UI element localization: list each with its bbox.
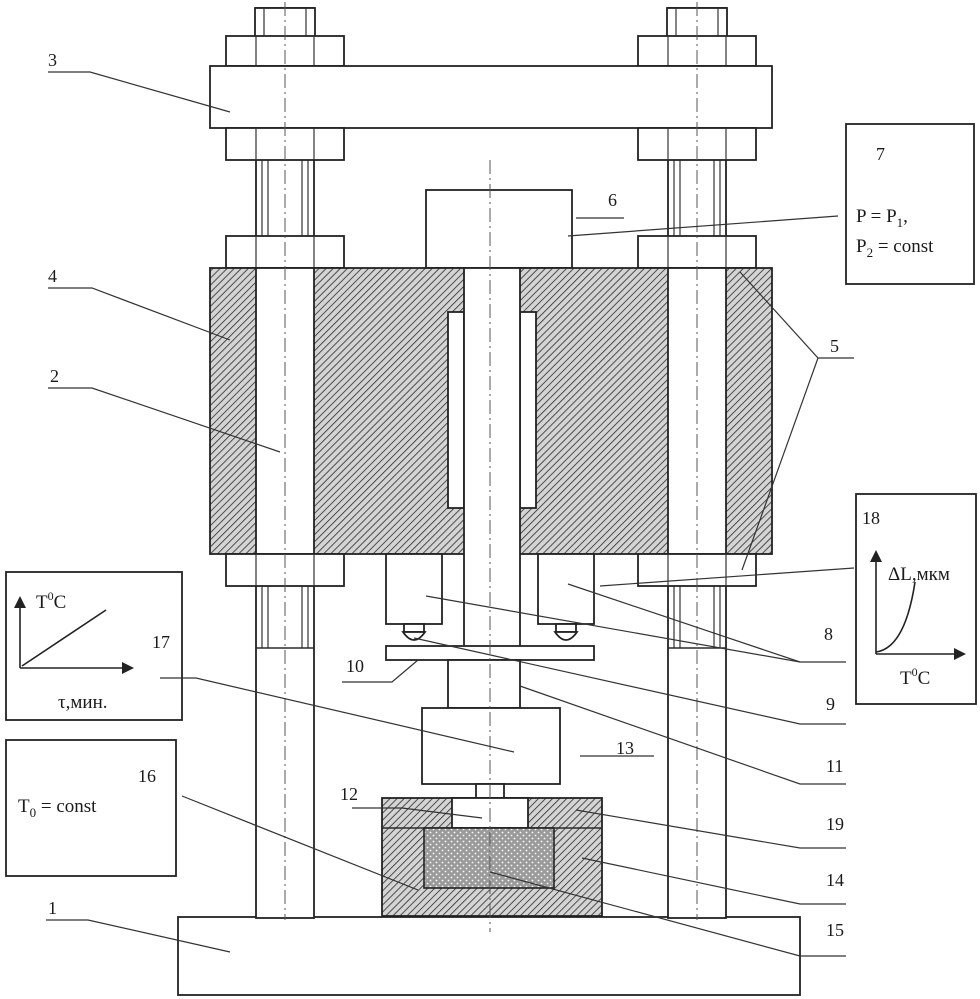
top-crossbar: [210, 66, 772, 128]
box-7: [846, 124, 974, 284]
label-9: 9: [826, 694, 835, 714]
label-10: 10: [346, 656, 364, 676]
label-6: 6: [608, 190, 617, 210]
pusher-rod: [448, 660, 520, 708]
slider-block: [422, 708, 560, 784]
label-1: 1: [48, 898, 57, 918]
label-13: 13: [616, 738, 634, 758]
top-nuts: [226, 36, 756, 66]
label-2: 2: [50, 366, 59, 386]
temp-graph-x-label: τ,мин.: [58, 692, 108, 713]
label-18: 18: [862, 508, 880, 528]
sample-container: [382, 798, 602, 916]
label-12: 12: [340, 784, 358, 804]
label-8: 8: [824, 624, 833, 644]
crossbar-nuts: [226, 128, 756, 160]
label-19: 19: [826, 814, 844, 834]
label-3: 3: [48, 50, 57, 70]
base-plate: [178, 917, 800, 995]
label-4: 4: [48, 266, 57, 286]
graph-18-y-label: ΔL,мкм: [888, 564, 950, 585]
label-11: 11: [826, 756, 843, 776]
label-5: 5: [830, 336, 839, 356]
load-unit: [426, 190, 572, 268]
label-7: 7: [876, 144, 885, 164]
label-16: 16: [138, 766, 156, 786]
label-17: 17: [152, 632, 170, 652]
label-15: 15: [826, 920, 844, 940]
label-14: 14: [826, 870, 844, 890]
